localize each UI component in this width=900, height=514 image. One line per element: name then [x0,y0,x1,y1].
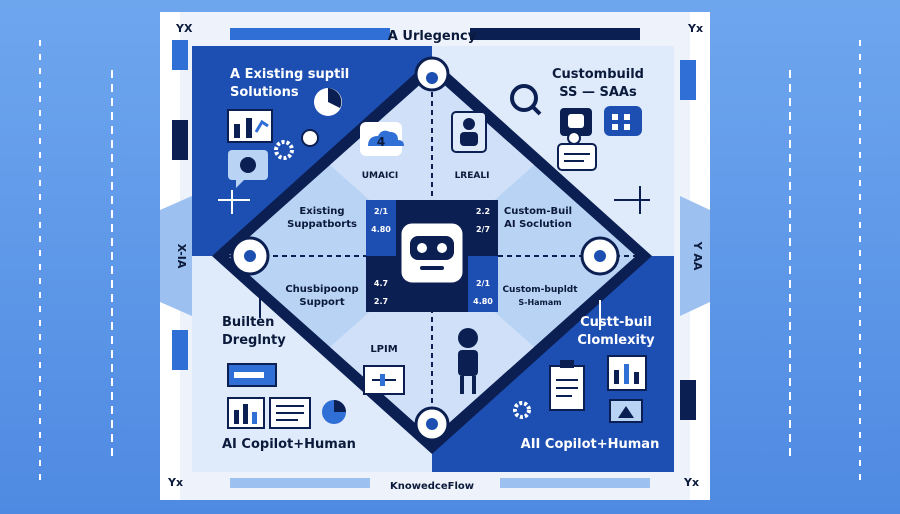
chart-icon [227,109,273,143]
person-icon [458,328,478,394]
cell-br-line2: S-Hamam [518,298,561,307]
footer-stripe [500,478,650,488]
tag-umaici: UMAICI [362,171,399,181]
score-cell [366,200,396,256]
side-label-left: X-IA [175,244,188,269]
quadrant-br-bottom-label: AII Copilot+Human [521,437,660,452]
node-dot [301,129,319,147]
header-stripe [470,28,640,40]
eye-icon-bottom [414,406,450,442]
quadrant-br-title-line1: Custt-buil [580,315,652,330]
node-dot [567,131,581,145]
quadrant-bl-title-line1: Builten [222,315,274,330]
score-tl-a: 2/1 [374,207,388,216]
corner-label-top-right: Yx [687,22,703,35]
quadrant-tr-title-line1: Custombuild [552,67,644,82]
footer-stripe [230,478,370,488]
cell-tr-line2: AI Soclution [504,219,572,230]
cell-tl-line1: Existing [299,206,344,217]
svg-text:4: 4 [377,135,385,149]
side-tab-left [160,196,192,316]
corner-label-bottom-left: Yx [167,476,183,489]
side-label-right: Y AA [691,241,704,271]
eye-icon-left [230,236,270,276]
header-title: A Urlegency [388,29,477,44]
frame-block [172,330,188,370]
tag-lreali: LREALI [455,171,490,181]
score-tl-b: 4.80 [371,225,391,234]
quadrant-tr-title-line2: SS — SAAs [559,85,637,100]
search-icon [510,84,542,116]
clock-icon [314,88,342,116]
tag-lpim: LPIM [370,344,397,355]
chart-icon [607,355,647,391]
frame-block [172,40,188,70]
window-icon [227,363,277,387]
gear-icon [274,140,294,160]
cell-tl-line2: Suppatborts [287,219,357,230]
side-tab-right [680,196,710,316]
message-icon [557,143,597,171]
frame-block [680,380,696,420]
quadrant-bl-title-line2: Dreglnty [222,333,286,348]
quadrant-tl-title-line2: Solutions [230,85,299,100]
quadrant-tl-title-line1: A Existing suptil [230,67,349,82]
clipboard-icon [549,360,585,411]
score-tr-b: 2/7 [476,225,490,234]
document-icon [269,397,311,429]
chat-icon [228,150,268,188]
footer-bar [192,472,674,494]
corner-label-bottom-right: Yx [683,476,699,489]
cell-bl-line2: Support [299,297,344,308]
score-tr-a: 2.2 [476,207,490,216]
chart-icon [227,397,265,429]
chat-icon [560,108,592,136]
quadrant-br-title-line2: Clomlexity [577,333,655,348]
cell-bl-line1: Chusbipoonp [285,284,358,295]
score-cell [468,256,498,312]
frame-block [172,120,188,160]
corner-label-top-left: YX [175,22,193,35]
gear-icon [513,401,531,419]
quadrant-bl-bottom-label: AI Copilot+Human [222,437,356,452]
presentation-icon [609,399,643,423]
score-br-a: 2/1 [476,279,490,288]
robot-icon [398,220,466,286]
pie-icon [322,400,346,424]
score-br-b: 4.80 [473,297,493,306]
slider-icon [363,365,405,395]
person-icon [451,111,487,153]
score-bl-b: 2.7 [374,297,388,306]
frame-block [680,60,696,100]
cell-br-line1: Custom-bupldt [502,285,578,295]
header-stripe [230,28,390,40]
footer-title: KnowedceFlow [390,481,474,492]
cell-tr-line1: Custom-Buil [504,206,572,217]
score-bl-a: 4.7 [374,279,388,288]
chat-icon [604,106,642,136]
eye-icon-top [414,56,450,92]
eye-icon-right [580,236,620,276]
cloud-icon: 4 [360,122,404,156]
